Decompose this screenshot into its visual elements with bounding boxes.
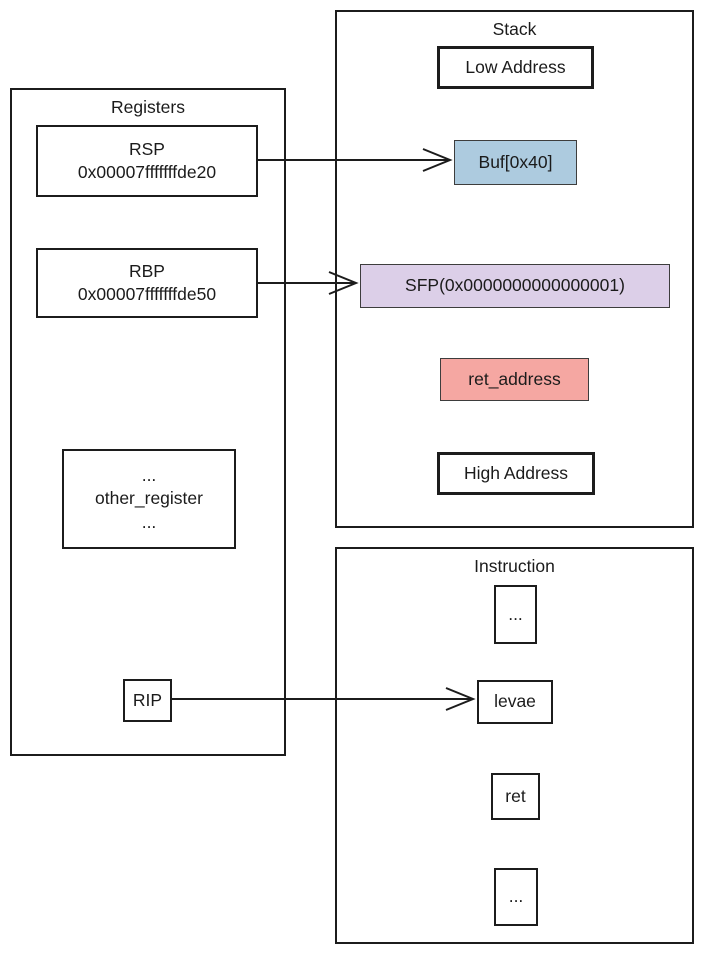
other-register-dots-top: ...	[141, 465, 157, 486]
stack-panel: Stack Low Address Buf[0x40] SFP(0x000000…	[335, 10, 694, 528]
ret-address-box: ret_address	[440, 358, 589, 401]
instruction-panel: Instruction ... levae ret ...	[335, 547, 694, 944]
instruction-levae-box: levae	[477, 680, 553, 724]
registers-panel-title: Registers	[111, 97, 185, 117]
instruction-ellipsis-bottom-label: ...	[508, 886, 524, 907]
rsp-register-box: RSP 0x00007fffffffde20	[36, 125, 258, 197]
buffer-box: Buf[0x40]	[454, 140, 577, 185]
low-address-box: Low Address	[437, 46, 594, 89]
instruction-ellipsis-top-label: ...	[508, 603, 523, 624]
other-register-box: ... other_register ...	[62, 449, 236, 549]
stack-panel-title: Stack	[492, 19, 537, 39]
sfp-label: SFP(0x0000000000000001)	[405, 275, 625, 296]
high-address-box: High Address	[437, 452, 595, 495]
sfp-box: SFP(0x0000000000000001)	[360, 264, 670, 308]
rsp-register-name: RSP	[129, 138, 165, 159]
high-address-label: High Address	[463, 462, 569, 483]
instruction-ellipsis-bottom-box: ...	[494, 868, 538, 926]
rip-register-label: RIP	[132, 689, 163, 710]
instruction-ellipsis-top-box: ...	[494, 585, 537, 644]
rbp-register-name: RBP	[129, 260, 165, 281]
rsp-register-value: 0x00007fffffffde20	[77, 162, 217, 182]
other-register-dots-bottom: ...	[141, 511, 157, 532]
rbp-register-value: 0x00007fffffffde50	[77, 284, 217, 304]
instruction-ret-box: ret	[491, 773, 540, 820]
rbp-register-box: RBP 0x00007fffffffde50	[36, 248, 258, 318]
ret-address-label: ret_address	[468, 368, 561, 389]
instruction-levae-label: levae	[494, 691, 536, 712]
instruction-ret-label: ret	[505, 785, 526, 806]
instruction-panel-title: Instruction	[474, 556, 555, 576]
rip-register-box: RIP	[123, 679, 172, 722]
other-register-label: other_register	[95, 488, 203, 509]
registers-panel: Registers RSP 0x00007fffffffde20 RBP 0x0…	[10, 88, 286, 756]
buffer-label: Buf[0x40]	[478, 151, 553, 172]
low-address-label: Low Address	[465, 56, 566, 77]
